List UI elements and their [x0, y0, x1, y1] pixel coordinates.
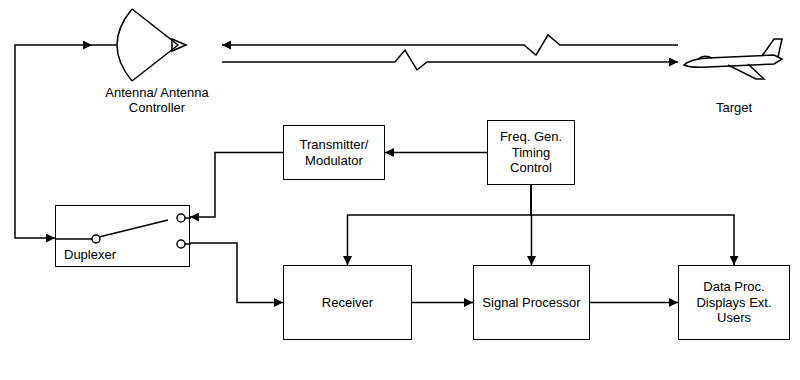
- switch-wire: [56, 238, 92, 240]
- switch-terminal: [177, 214, 185, 222]
- switch-terminal: [177, 240, 185, 248]
- dish-reflector: [117, 9, 132, 81]
- signal-connector: [385, 152, 487, 154]
- process-box: Freq. Gen. Timing Control: [487, 120, 575, 185]
- signal-connector: [222, 35, 678, 55]
- target-aircraft: Target: [678, 35, 790, 118]
- node-label: Data Proc. Displays Ext. Users: [685, 279, 783, 326]
- node-label: Signal Processor: [482, 295, 580, 311]
- process-box: Data Proc. Displays Ext. Users: [678, 265, 790, 340]
- node-label: Antenna/ Antenna Controller: [94, 85, 220, 116]
- feed-horn: [172, 39, 186, 51]
- antenna-unit: Antenna/ Antenna Controller: [92, 5, 222, 118]
- signal-connector: [222, 50, 678, 70]
- duplexer-box: Duplexer: [55, 205, 190, 267]
- signal-connector: [348, 185, 532, 265]
- dish-struts: [132, 9, 178, 81]
- switch-blade: [99, 220, 168, 237]
- tail-fin: [762, 39, 782, 57]
- fuselage: [684, 55, 782, 67]
- wing: [728, 64, 764, 79]
- feed-wire: [92, 44, 117, 46]
- signal-connector: [531, 185, 734, 265]
- switch-wire: [185, 218, 191, 244]
- node-label: Target: [714, 100, 754, 116]
- node-label: Freq. Gen. Timing Control: [494, 129, 568, 176]
- node-label: Duplexer: [64, 247, 116, 263]
- signal-connector: [190, 243, 283, 303]
- process-box: Signal Processor: [473, 265, 590, 340]
- node-label: Transmitter/ Modulator: [290, 137, 378, 168]
- switch-terminal: [92, 235, 100, 243]
- signal-connector: [190, 153, 283, 218]
- process-box: Receiver: [283, 265, 412, 340]
- canopy: [698, 56, 712, 59]
- node-label: Receiver: [322, 295, 373, 311]
- signal-connector: [412, 302, 473, 304]
- process-box: Transmitter/ Modulator: [283, 125, 385, 180]
- signal-connector: [590, 302, 678, 304]
